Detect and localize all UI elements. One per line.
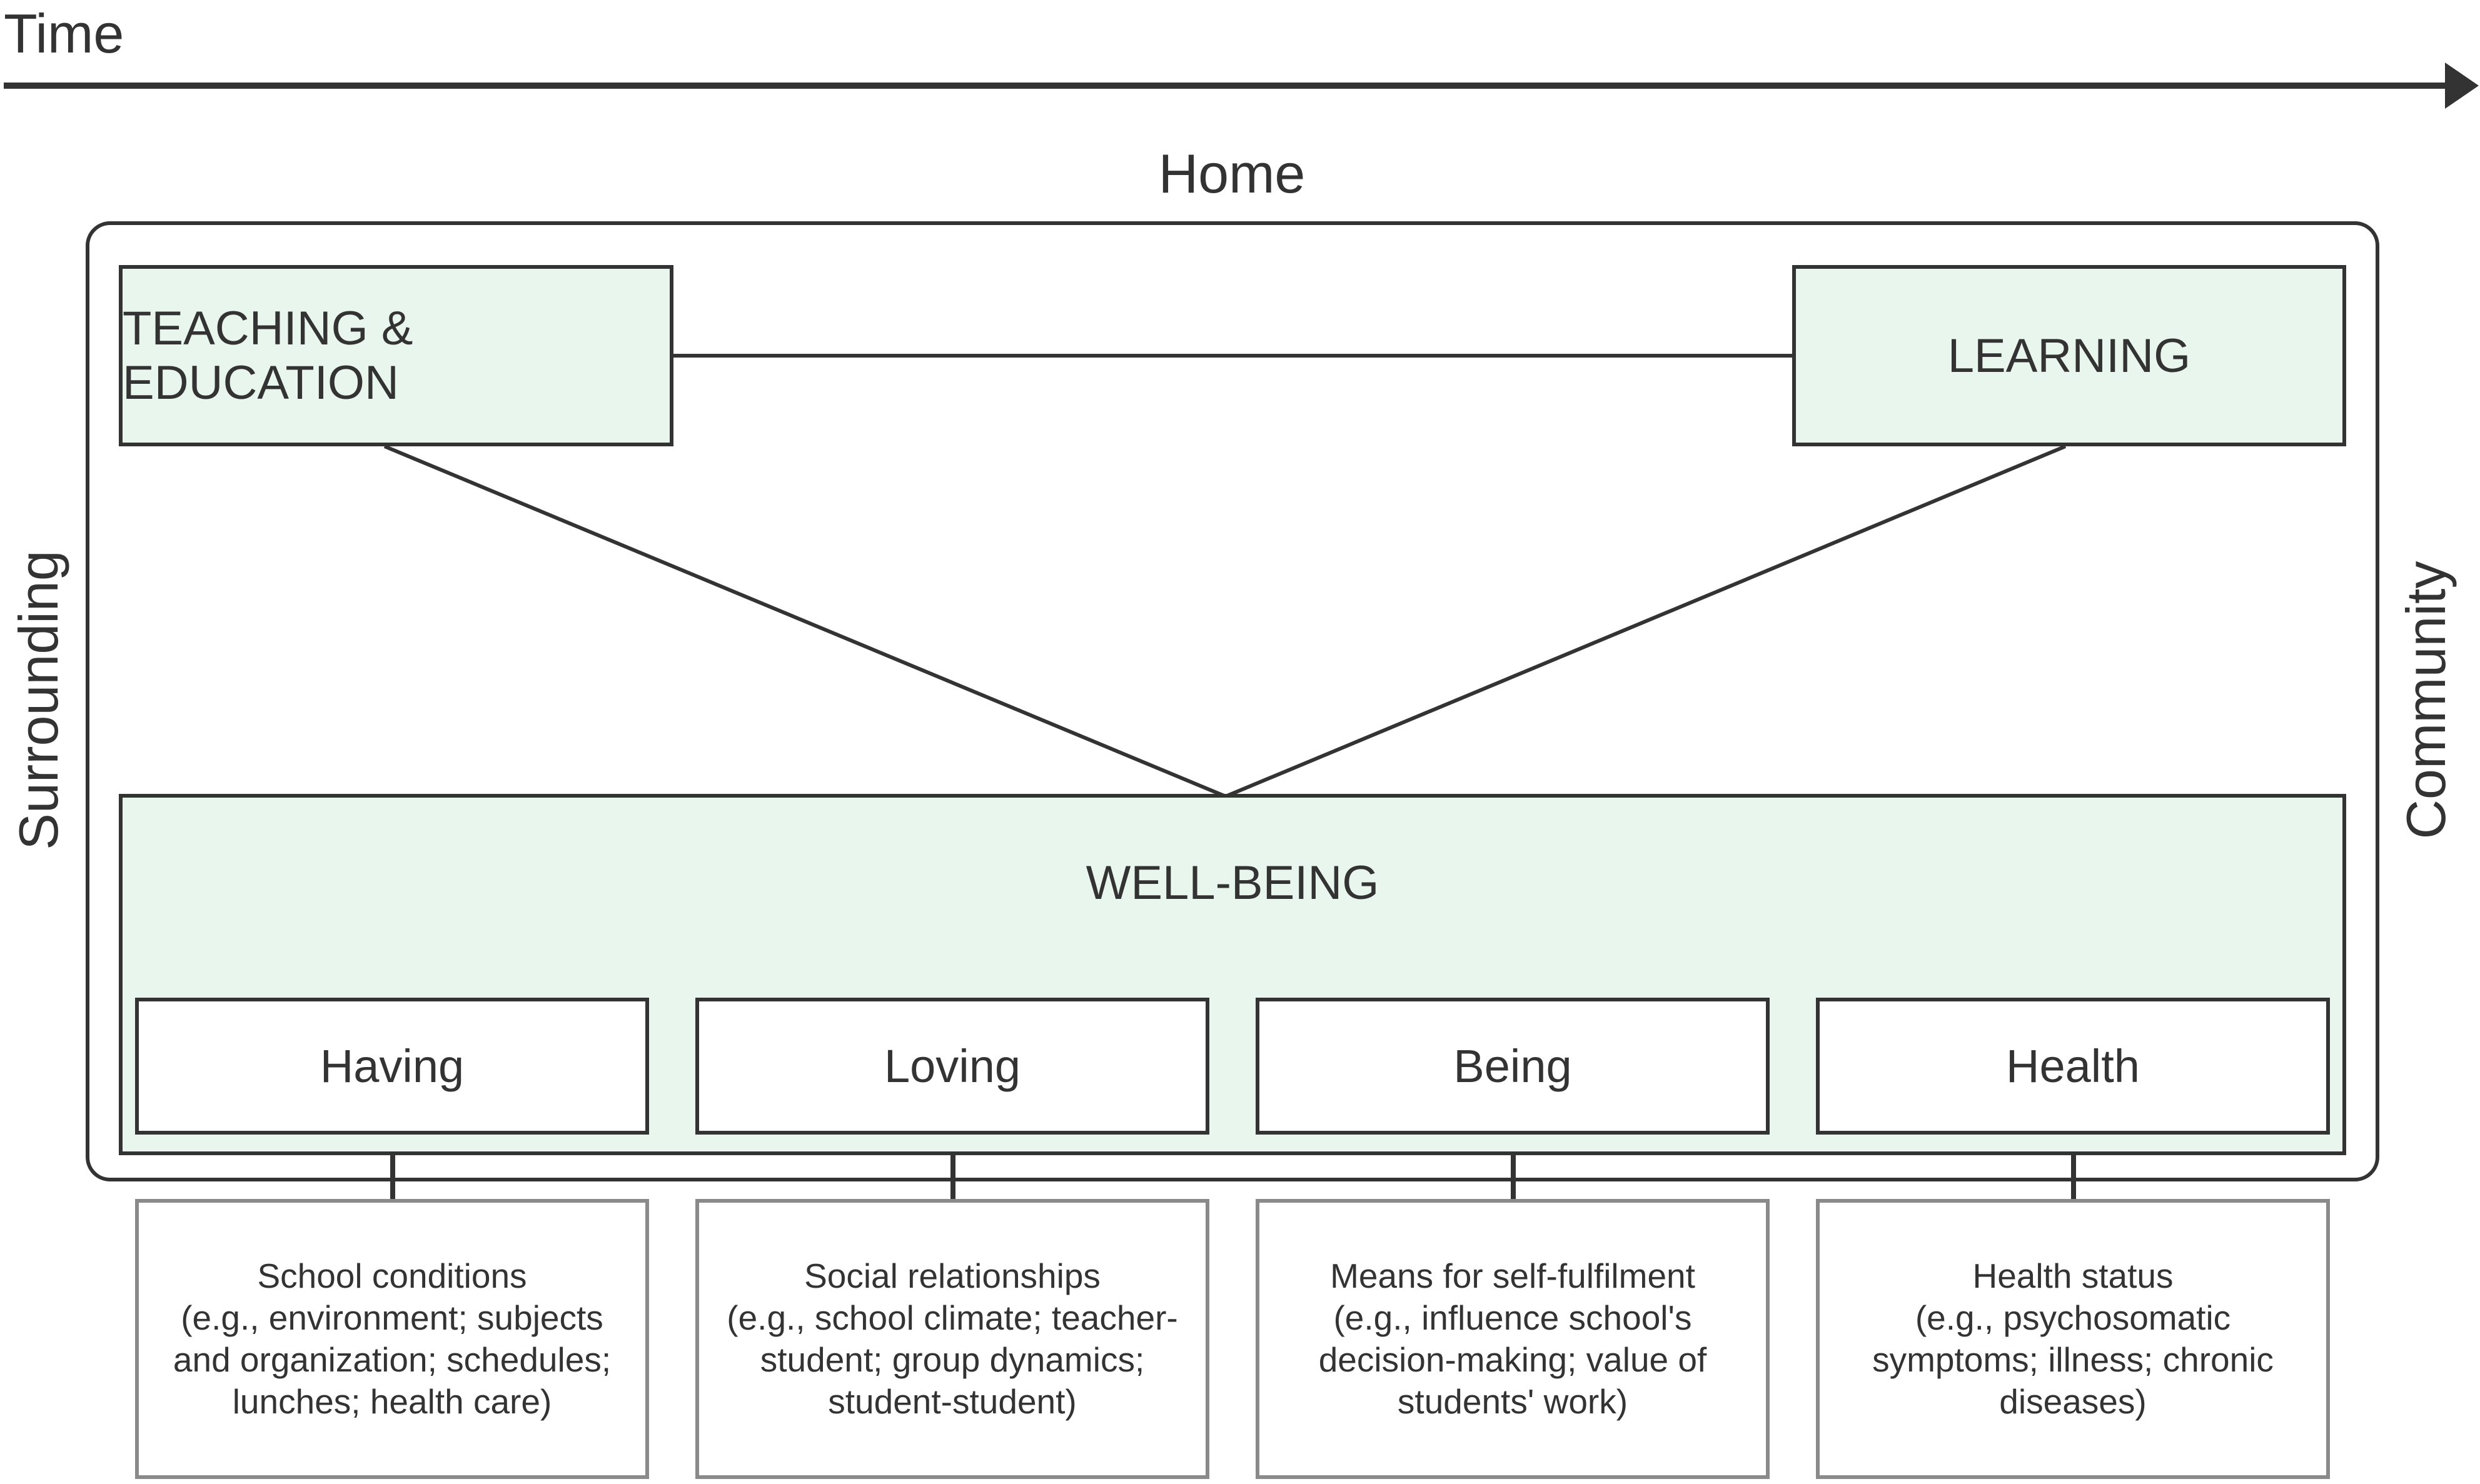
indicator-line: decision-making; value of: [1318, 1340, 1707, 1379]
indicator-health-status: Health status (e.g., psychosomatic sympt…: [1816, 1199, 2330, 1479]
indicator-social-relationships: Social relationships (e.g., school clima…: [695, 1199, 1209, 1479]
indicator-line: diseases): [1999, 1382, 2147, 1421]
community-label: Community: [2395, 561, 2457, 840]
indicator-line: (e.g., influence school's: [1333, 1298, 1692, 1337]
time-axis-label: Time: [4, 3, 124, 64]
indicator-self-fulfilment: Means for self-fulfilment (e.g., influen…: [1256, 1199, 1770, 1479]
indicator-line: and organization; schedules;: [173, 1340, 612, 1379]
indicator-line: (e.g., psychosomatic: [1915, 1298, 2231, 1337]
link-teaching-wellbeing: [383, 444, 1227, 798]
indicator-line: students' work): [1397, 1382, 1628, 1421]
wellbeing-title: WELL-BEING: [1086, 856, 1379, 910]
time-axis-arrowhead: [2445, 63, 2479, 109]
dimension-having: Having: [135, 998, 649, 1135]
dimension-loving: Loving: [695, 998, 1209, 1135]
dimension-being: Being: [1256, 998, 1770, 1135]
indicator-title: School conditions: [257, 1256, 527, 1295]
indicator-line: lunches; health care): [232, 1382, 552, 1421]
link-learning-wellbeing: [1224, 444, 2067, 798]
indicator-title: Means for self-fulfilment: [1330, 1256, 1695, 1295]
indicator-line: (e.g., school climate; teacher-: [727, 1298, 1178, 1337]
teaching-education-box: TEACHING & EDUCATION: [119, 265, 673, 446]
indicator-school-conditions: School conditions (e.g., environment; su…: [135, 1199, 649, 1479]
indicator-title: Social relationships: [804, 1256, 1101, 1295]
surrounding-label: Surrounding: [8, 550, 69, 850]
school-frame: [86, 221, 2379, 1181]
dimension-health: Health: [1816, 998, 2330, 1135]
indicator-line: student-student): [828, 1382, 1077, 1421]
indicator-title: Health status: [1972, 1256, 2174, 1295]
indicator-line: student; group dynamics;: [760, 1340, 1145, 1379]
home-label: Home: [1158, 143, 1306, 204]
indicator-line: symptoms; illness; chronic: [1872, 1340, 2274, 1379]
indicator-line: (e.g., environment; subjects: [181, 1298, 603, 1337]
learning-box: LEARNING: [1792, 265, 2346, 446]
